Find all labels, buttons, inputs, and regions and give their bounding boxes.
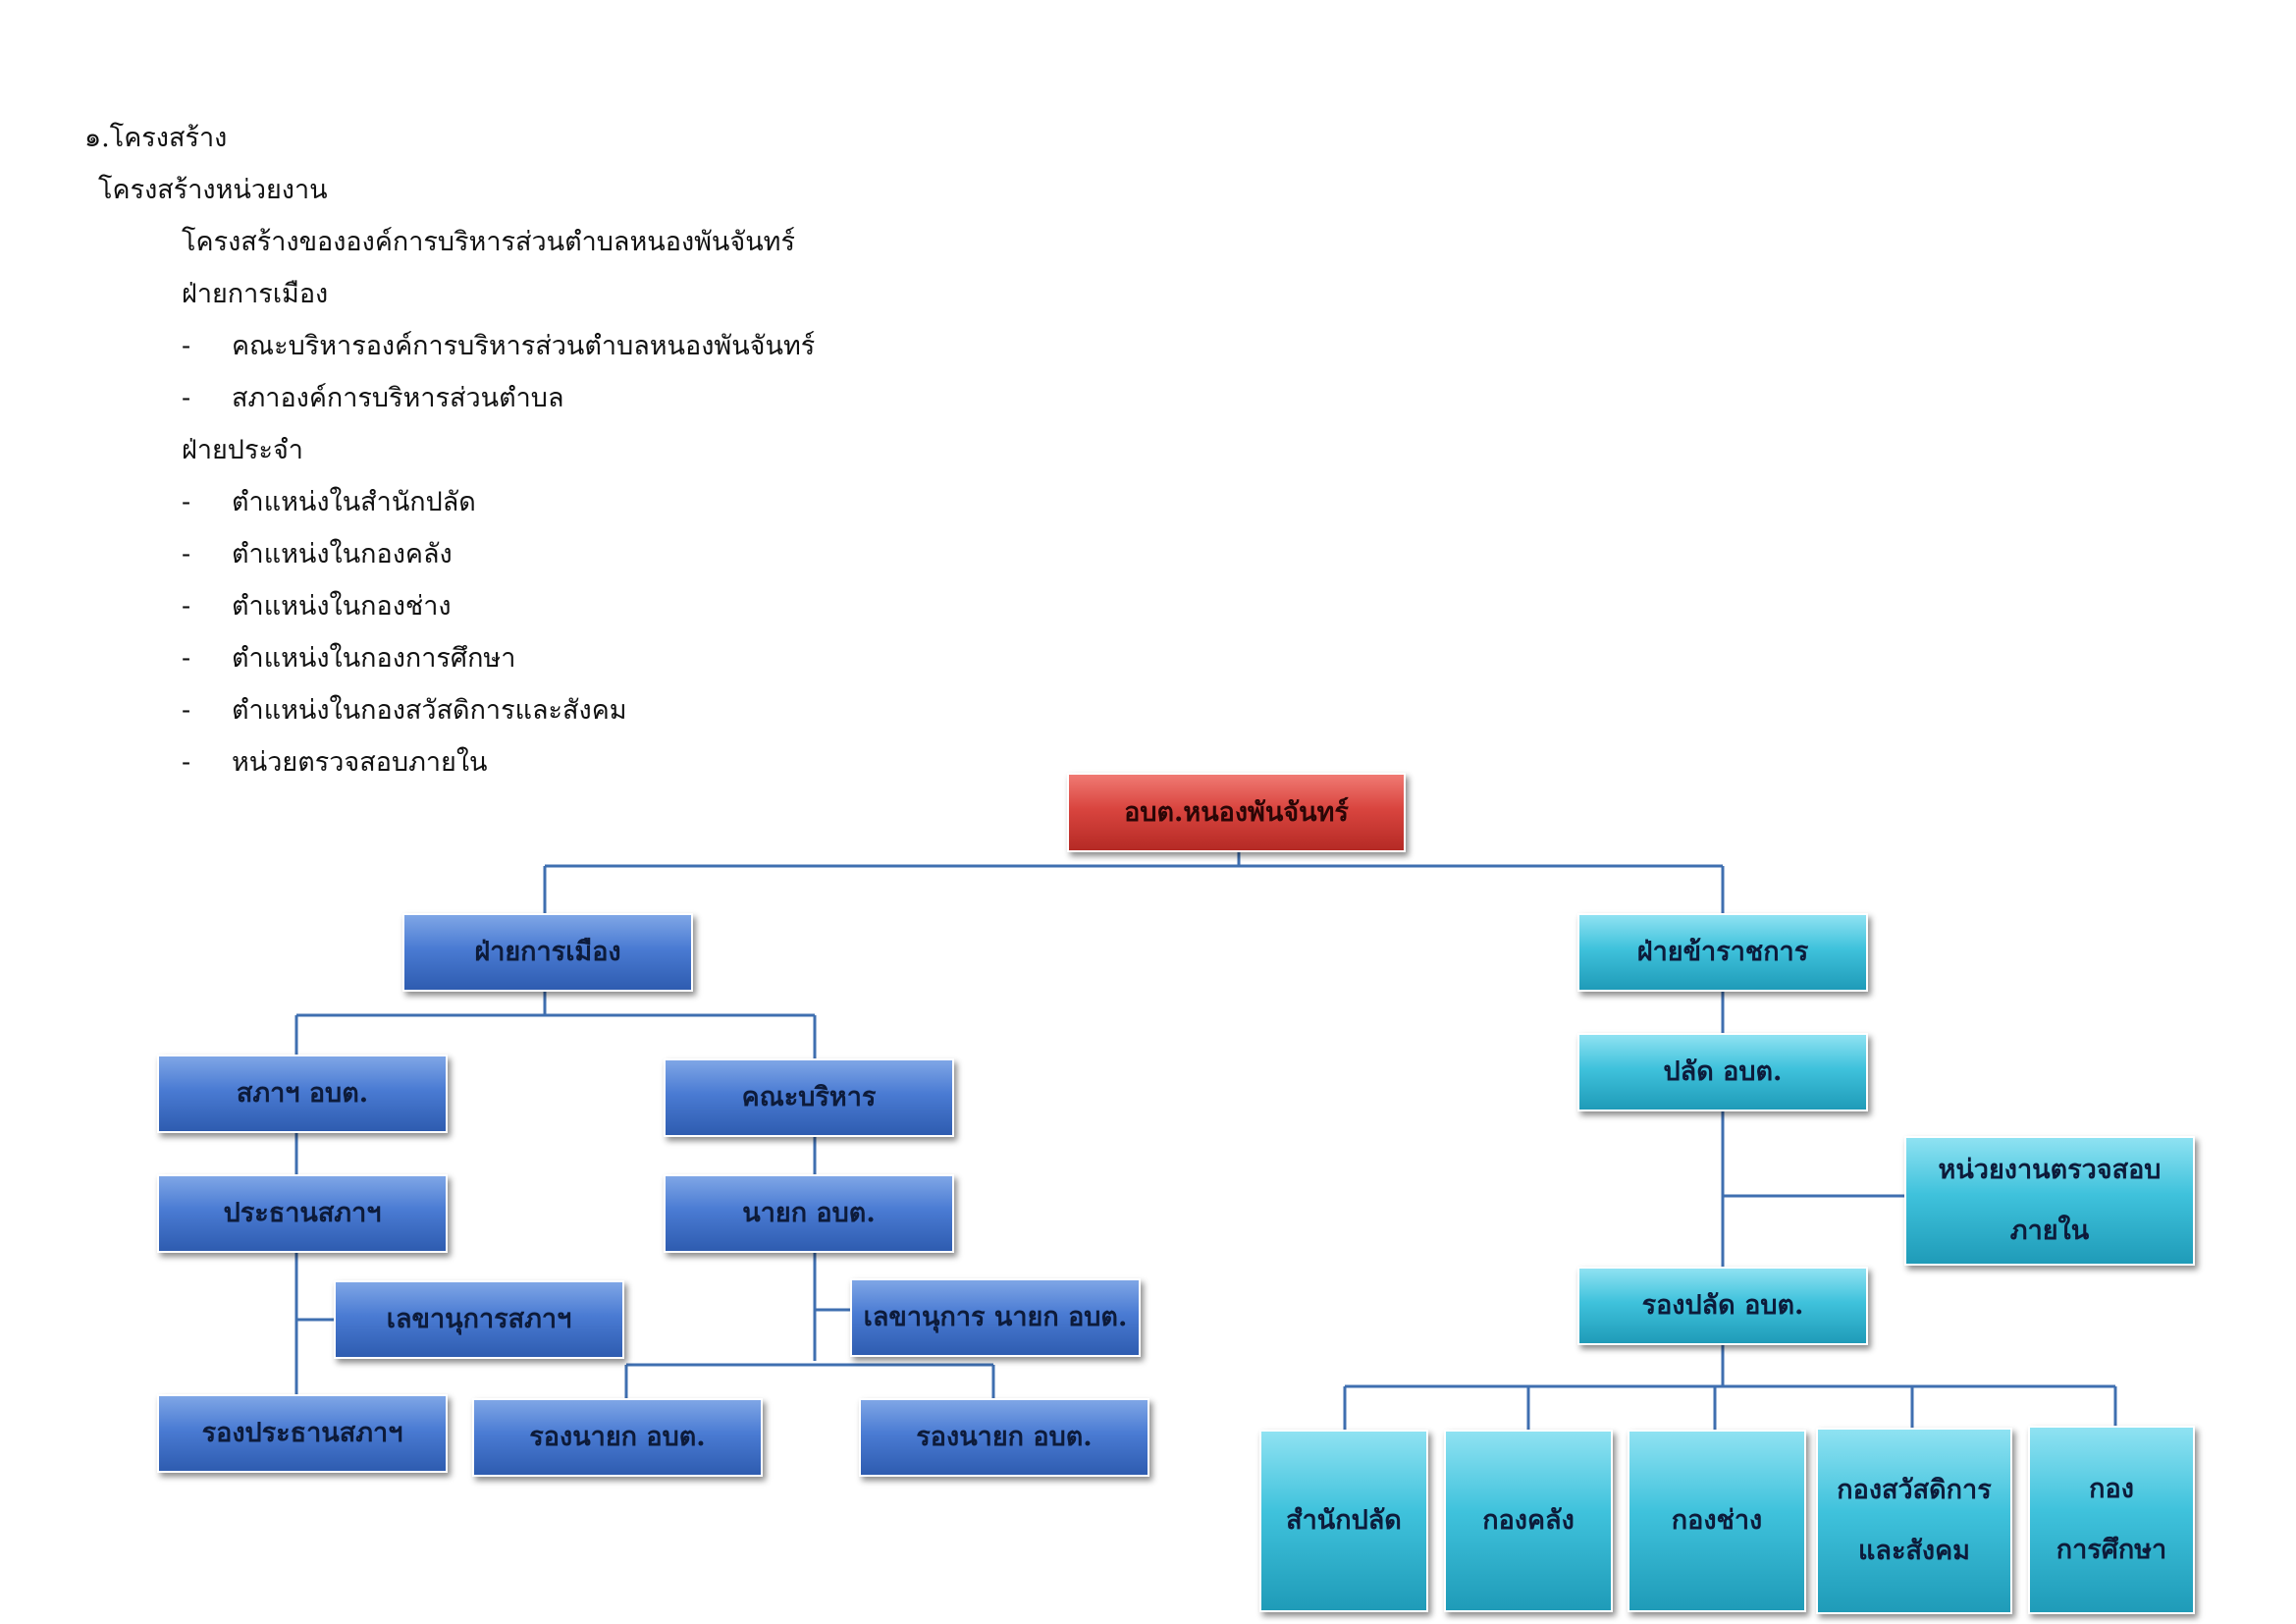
bullet-dash: -	[182, 383, 191, 413]
node-dept-engineering: กองช่าง	[1628, 1430, 1806, 1612]
node-dept-office: สำนักปลัด	[1259, 1430, 1428, 1612]
node-vice-mayor: รองนายก อบต.	[472, 1398, 763, 1477]
node-vice-mayor: รองนายก อบต.	[859, 1398, 1149, 1477]
node-dept-engineering-label: กองช่าง	[1671, 1505, 1763, 1536]
permanent-item: ตำแหน่งในกองสวัสดิการและสังคม	[232, 695, 627, 726]
node-dept-education: กอง การศึกษา	[2028, 1426, 2195, 1614]
node-executive: คณะบริหาร	[664, 1058, 954, 1137]
node-internal-audit-label: หน่วยงานตรวจสอบ	[1938, 1155, 2162, 1185]
node-dept-finance-label: กองคลัง	[1482, 1505, 1575, 1536]
node-council-label: สภาฯ อบต.	[236, 1078, 369, 1109]
bullet-dash: -	[182, 747, 191, 778]
permanent-item: ตำแหน่งในกองการศึกษา	[232, 643, 516, 674]
node-council-secretary: เลขานุการสภาฯ	[334, 1280, 624, 1359]
node-political: ฝ่ายการเมือง	[402, 913, 693, 992]
section-title: ๑.โครงสร้าง	[84, 123, 228, 153]
bullet-dash: -	[182, 695, 191, 726]
node-council: สภาฯ อบต.	[157, 1055, 448, 1133]
node-dept-office-label: สำนักปลัด	[1286, 1505, 1402, 1536]
node-dept-welfare-label: กองสวัสดิการ	[1837, 1475, 1992, 1505]
node-root: อบต.หนองพันจันทร์	[1067, 773, 1406, 852]
node-dept-finance: กองคลัง	[1444, 1430, 1613, 1612]
node-civil: ฝ่ายข้าราชการ	[1577, 913, 1868, 992]
permanent-item: ตำแหน่งในสำนักปลัด	[232, 487, 476, 517]
node-council-secretary-label: เลขานุการสภาฯ	[386, 1304, 572, 1334]
node-mayor: นายก อบต.	[664, 1174, 954, 1253]
node-mayor-secretary: เลขานุการ นายก อบต.	[850, 1278, 1141, 1357]
intro-line: โครงสร้างขององค์การบริหารส่วนตำบลหนองพัน…	[182, 227, 795, 257]
bullet-dash: -	[182, 487, 191, 517]
node-council-vice-chair: รองประธานสภาฯ	[157, 1394, 448, 1473]
bullet-dash: -	[182, 331, 191, 361]
bullet-dash: -	[182, 591, 191, 622]
permanent-item: ตำแหน่งในกองช่าง	[232, 591, 452, 622]
political-item: คณะบริหารองค์การบริหารส่วนตำบลหนองพันจัน…	[232, 331, 816, 361]
node-council-vice-chair-label: รองประธานสภาฯ	[201, 1418, 403, 1448]
node-dept-education-label: กอง	[2089, 1474, 2134, 1504]
node-clerk-label: ปลัด อบต.	[1663, 1056, 1783, 1087]
bullet-dash: -	[182, 643, 191, 674]
node-dept-welfare: กองสวัสดิการ และสังคม	[1816, 1428, 2012, 1614]
node-council-chair: ประธานสภาฯ	[157, 1174, 448, 1253]
node-civil-label: ฝ่ายข้าราชการ	[1636, 937, 1809, 967]
node-vice-mayor-label: รองนายก อบต.	[916, 1422, 1093, 1452]
node-clerk: ปลัด อบต.	[1577, 1033, 1868, 1111]
node-political-label: ฝ่ายการเมือง	[474, 937, 621, 967]
node-deputy-clerk-label: รองปลัด อบต.	[1641, 1290, 1804, 1321]
subtitle: โครงสร้างหน่วยงาน	[98, 175, 328, 205]
bullet-dash: -	[182, 539, 191, 569]
node-dept-welfare-label: และสังคม	[1858, 1536, 1970, 1566]
permanent-heading: ฝ่ายประจำ	[182, 435, 303, 465]
political-heading: ฝ่ายการเมือง	[182, 279, 329, 309]
permanent-item: หน่วยตรวจสอบภายใน	[232, 747, 488, 778]
political-item: สภาองค์การบริหารส่วนตำบล	[232, 383, 564, 413]
node-root-label: อบต.หนองพันจันทร์	[1124, 796, 1349, 828]
permanent-item: ตำแหน่งในกองคลัง	[232, 539, 453, 569]
node-deputy-clerk: รองปลัด อบต.	[1577, 1267, 1868, 1345]
node-internal-audit: หน่วยงานตรวจสอบ ภายใน	[1904, 1136, 2195, 1266]
node-mayor-label: นายก อบต.	[742, 1198, 876, 1228]
node-executive-label: คณะบริหาร	[741, 1082, 877, 1112]
node-vice-mayor-label: รองนายก อบต.	[529, 1422, 706, 1452]
node-mayor-secretary-label: เลขานุการ นายก อบต.	[863, 1302, 1128, 1332]
node-council-chair-label: ประธานสภาฯ	[223, 1198, 382, 1228]
node-dept-education-label: การศึกษา	[2056, 1535, 2167, 1565]
node-internal-audit-label: ภายใน	[2009, 1216, 2090, 1246]
